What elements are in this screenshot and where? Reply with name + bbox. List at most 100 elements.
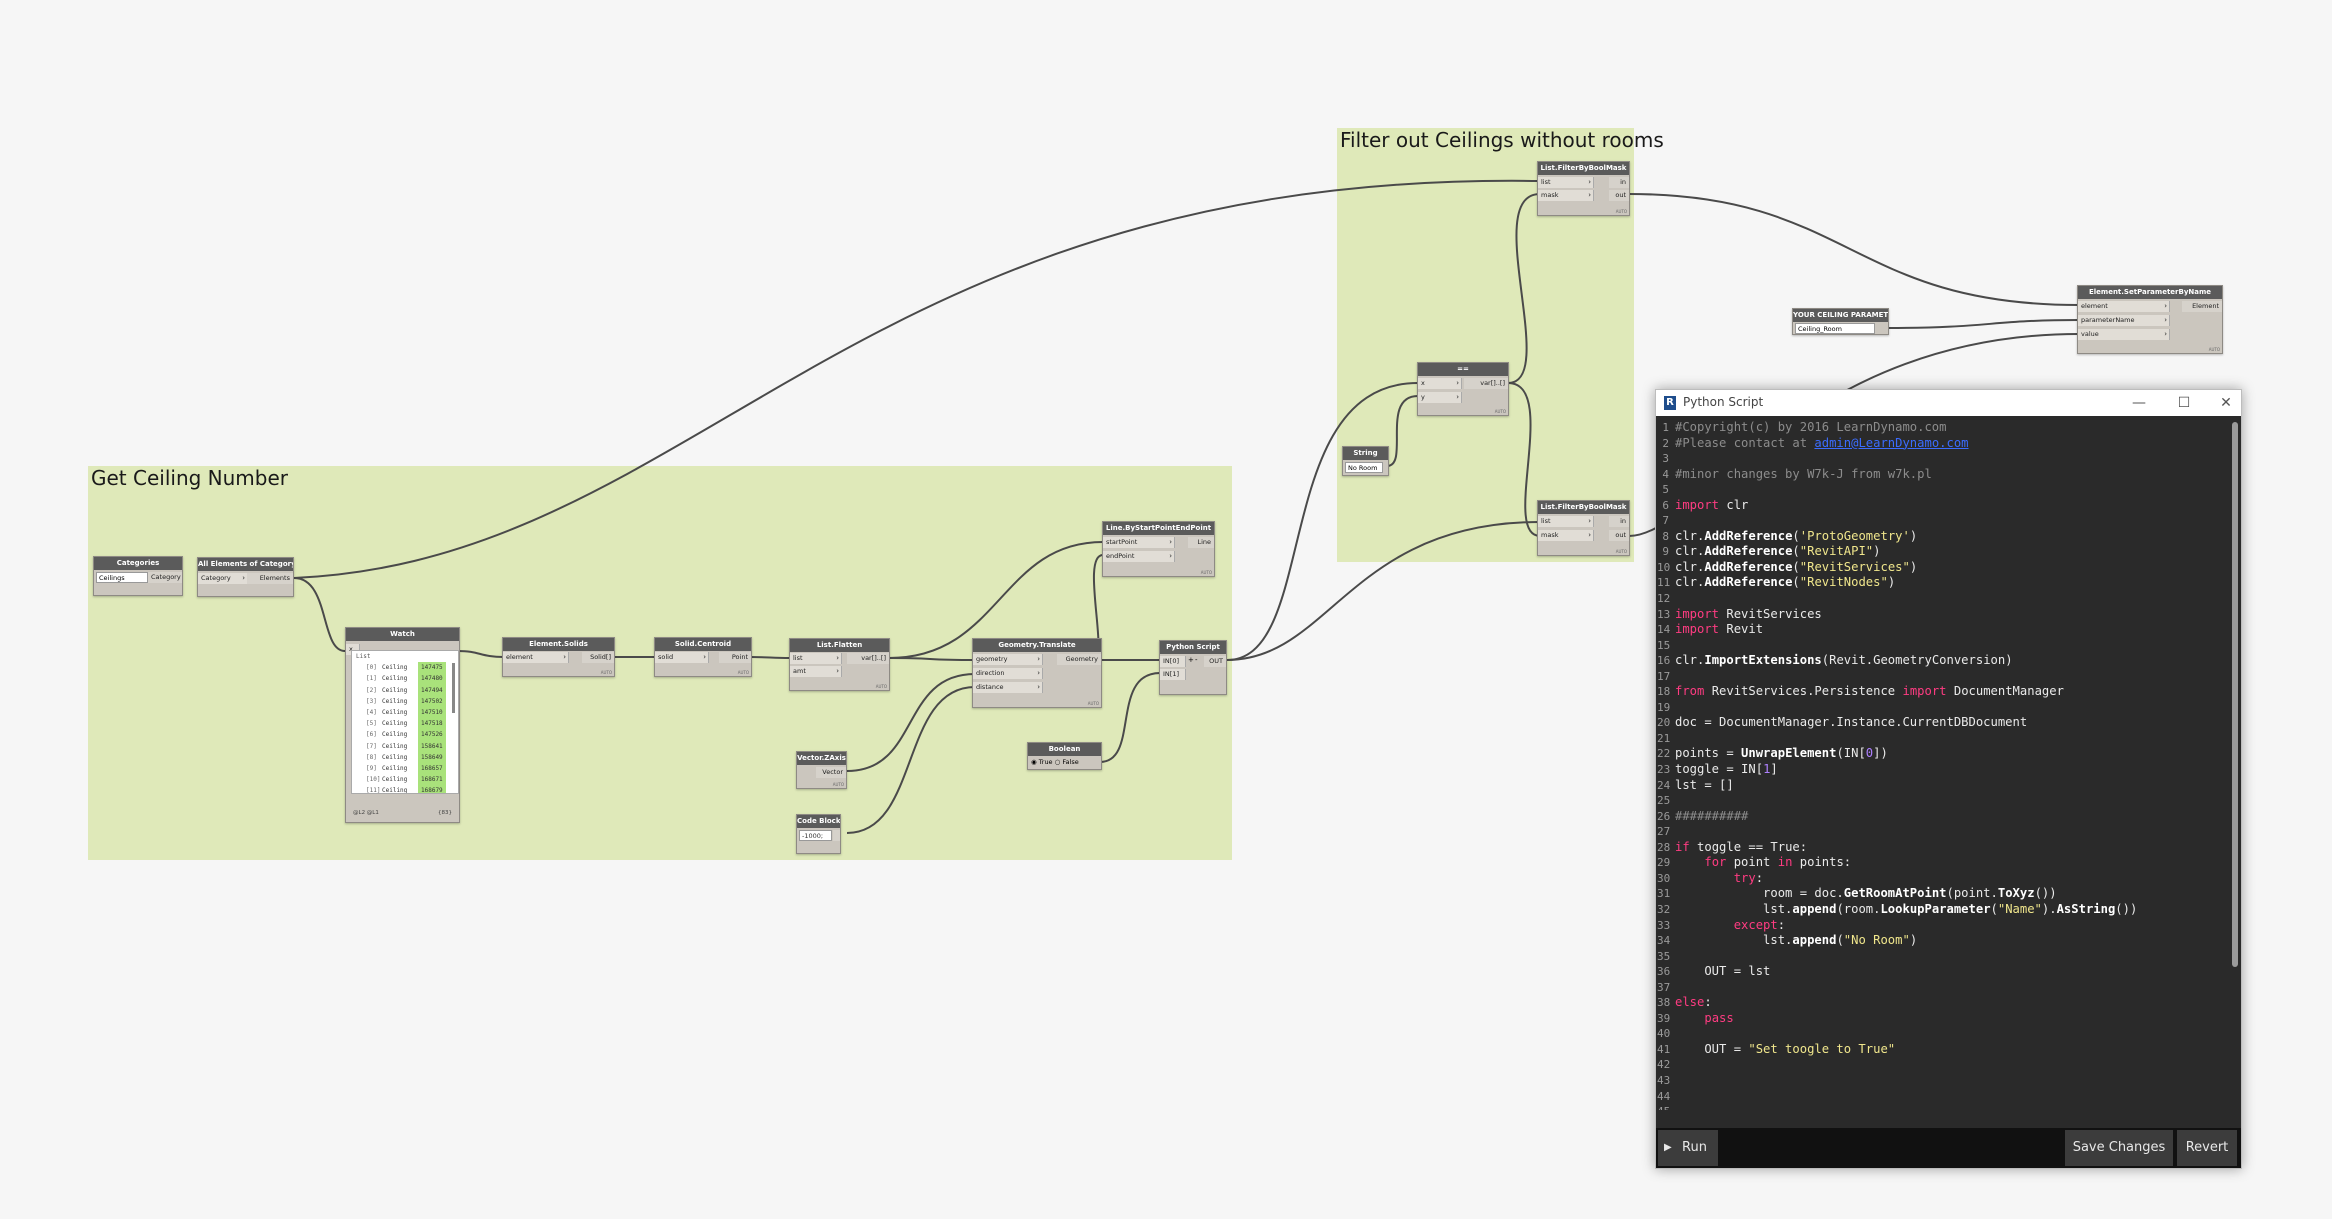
- parameter-name-input[interactable]: Ceiling_Room: [1795, 323, 1875, 334]
- code-line[interactable]: 27: [1656, 824, 2224, 840]
- code-line[interactable]: 37: [1656, 980, 2224, 996]
- port-out-in[interactable]: in: [1609, 177, 1629, 188]
- port-out-out[interactable]: out: [1609, 530, 1629, 541]
- code-line[interactable]: 26##########: [1656, 809, 2224, 825]
- run-button[interactable]: ▶ Run: [1658, 1130, 1718, 1166]
- node-filter-by-bool-mask-top[interactable]: List.FilterByBoolMask list› mask› in out…: [1537, 161, 1630, 216]
- node-list-flatten[interactable]: List.Flatten list› amt› var[]..[] AUTO: [789, 638, 890, 691]
- watch-scrollbar[interactable]: [452, 663, 455, 713]
- code-line[interactable]: 30 try:: [1656, 871, 2224, 887]
- minimize-button[interactable]: —: [2132, 395, 2146, 411]
- port-out[interactable]: Element: [2182, 301, 2222, 312]
- port-in-amt[interactable]: amt›: [790, 666, 842, 677]
- port-out-in[interactable]: in: [1609, 516, 1629, 527]
- port-in-element[interactable]: element›: [2078, 301, 2170, 312]
- code-line[interactable]: 44: [1656, 1089, 2224, 1105]
- code-line[interactable]: 21: [1656, 731, 2224, 747]
- port-in-y[interactable]: y›: [1418, 392, 1462, 403]
- node-element-solids[interactable]: Element.Solids element› Solid[] AUTO: [502, 637, 615, 677]
- revert-button[interactable]: Revert: [2177, 1130, 2237, 1166]
- node-filter-by-bool-mask-bottom[interactable]: List.FilterByBoolMask list› mask› in out…: [1537, 500, 1630, 556]
- radio-true-icon[interactable]: ◉: [1031, 758, 1037, 766]
- code-line[interactable]: 43: [1656, 1073, 2224, 1089]
- port-in[interactable]: Category›: [198, 573, 248, 584]
- node-solid-centroid[interactable]: Solid.Centroid solid› Point AUTO: [654, 637, 752, 677]
- remove-input-button[interactable]: -: [1195, 656, 1198, 664]
- code-line[interactable]: 34 lst.append("No Room"): [1656, 933, 2224, 949]
- code-line[interactable]: 35: [1656, 949, 2224, 965]
- port-out[interactable]: Line: [1188, 537, 1214, 548]
- port-out[interactable]: var[]..[]: [847, 653, 889, 664]
- code-line[interactable]: 17: [1656, 669, 2224, 685]
- code-line[interactable]: 4#minor changes by W7k-J from w7k.pl: [1656, 467, 2224, 483]
- node-vector-zaxis[interactable]: Vector.ZAxis Vector AUTO: [796, 751, 847, 789]
- port-in-list[interactable]: list›: [790, 653, 842, 664]
- code-line[interactable]: 7: [1656, 513, 2224, 529]
- maximize-button[interactable]: ☐: [2177, 395, 2191, 411]
- node-line-by-start-end-point[interactable]: Line.ByStartPointEndPoint startPoint› en…: [1102, 521, 1215, 577]
- code-line[interactable]: 40: [1656, 1026, 2224, 1042]
- port-out[interactable]: Vector: [816, 767, 846, 778]
- port-in-startpoint[interactable]: startPoint›: [1103, 537, 1175, 548]
- node-string[interactable]: String No Room: [1342, 446, 1389, 476]
- node-python-script[interactable]: Python Script IN[0] IN[1] + - OUT: [1159, 640, 1227, 695]
- port-in-mask[interactable]: mask›: [1538, 530, 1594, 541]
- node-equals[interactable]: == x› y› var[]..[] AUTO: [1417, 362, 1509, 416]
- python-script-window[interactable]: R Python Script — ☐ ✕ 1#Copyright(c) by …: [1655, 389, 2242, 1169]
- code-line[interactable]: 3: [1656, 451, 2224, 467]
- code-line[interactable]: 25: [1656, 793, 2224, 809]
- code-line[interactable]: 1#Copyright(c) by 2016 LearnDynamo.com: [1656, 420, 2224, 436]
- code-line[interactable]: 45: [1656, 1104, 2224, 1110]
- port-out[interactable]: [833, 830, 840, 841]
- port-in[interactable]: solid›: [655, 652, 709, 663]
- port-in-geometry[interactable]: geometry›: [973, 654, 1043, 665]
- code-line[interactable]: 31 room = doc.GetRoomAtPoint(point.ToXyz…: [1656, 886, 2224, 902]
- code-line[interactable]: 36 OUT = lst: [1656, 964, 2224, 980]
- code-line[interactable]: 2#Please contact at admin@LearnDynamo.co…: [1656, 436, 2224, 452]
- port-in-value[interactable]: value›: [2078, 329, 2170, 340]
- code-line[interactable]: 41 OUT = "Set toogle to True": [1656, 1042, 2224, 1058]
- code-line[interactable]: 42: [1656, 1057, 2224, 1073]
- port-out[interactable]: Elements: [247, 573, 293, 584]
- node-categories[interactable]: Categories Ceilings Category: [93, 556, 183, 596]
- close-button[interactable]: ✕: [2220, 395, 2232, 411]
- editor-scrollbar[interactable]: [2232, 422, 2238, 967]
- code-line[interactable]: 19: [1656, 700, 2224, 716]
- port-in-endpoint[interactable]: endPoint›: [1103, 551, 1175, 562]
- category-dropdown[interactable]: Ceilings: [96, 572, 148, 583]
- port-in[interactable]: element›: [503, 652, 569, 663]
- node-all-elements-of-category[interactable]: All Elements of Category Category› Eleme…: [197, 557, 294, 597]
- radio-false-icon[interactable]: ○: [1054, 758, 1061, 766]
- port-in-distance[interactable]: distance›: [973, 682, 1043, 693]
- node-geometry-translate[interactable]: Geometry.Translate geometry› direction› …: [972, 638, 1102, 708]
- code-line[interactable]: 12: [1656, 591, 2224, 607]
- code-line[interactable]: 15: [1656, 638, 2224, 654]
- port-out[interactable]: Solid[]: [582, 652, 614, 663]
- port-in[interactable]: x: [346, 644, 360, 655]
- port-in-parametername[interactable]: parameterName›: [2078, 315, 2170, 326]
- port-out-out[interactable]: out: [1609, 190, 1629, 201]
- port-in-0[interactable]: IN[0]: [1160, 656, 1186, 667]
- port-out[interactable]: var[]..[]: [1464, 378, 1508, 389]
- port-in-direction[interactable]: direction›: [973, 668, 1043, 679]
- code-line[interactable]: 33 except:: [1656, 918, 2224, 934]
- string-input[interactable]: No Room: [1345, 462, 1383, 473]
- code-line[interactable]: 5: [1656, 482, 2224, 498]
- save-changes-button[interactable]: Save Changes: [2065, 1130, 2173, 1166]
- port-out[interactable]: Point: [719, 652, 751, 663]
- port-in-x[interactable]: x›: [1418, 378, 1462, 389]
